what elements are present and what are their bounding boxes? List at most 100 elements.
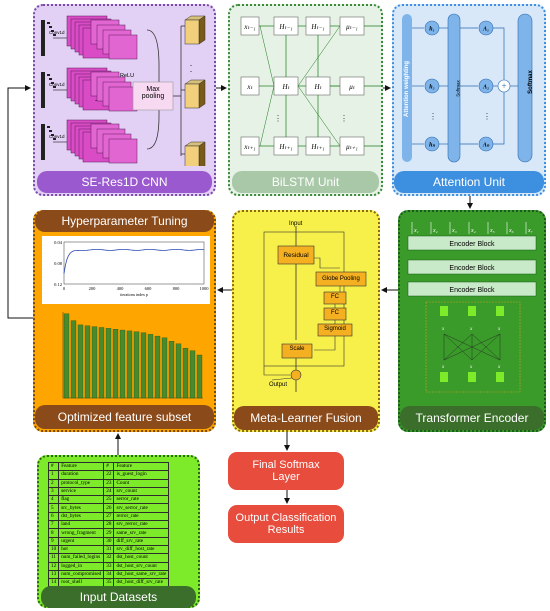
- pooled-map: [184, 19, 200, 45]
- feature-bar-chart: [62, 312, 203, 399]
- encoder-block: [407, 281, 537, 297]
- feature-bar: [168, 341, 175, 399]
- encoder-block: [407, 235, 537, 251]
- softmax-label-1: Softmax: [455, 80, 461, 97]
- svg-text:⋮: ⋮: [483, 112, 491, 121]
- table-cell: dst_host_count: [113, 553, 170, 563]
- table-cell: 12: [47, 561, 60, 571]
- table-cell: dst_host_same_srv_rate: [113, 569, 170, 580]
- x-tick-label: 200: [89, 286, 97, 291]
- table-cell: 6: [47, 511, 60, 522]
- optimized-title: Optimized feature subset: [35, 405, 214, 429]
- table-cell: num_failed_logins: [58, 553, 105, 563]
- feature-bar: [84, 325, 91, 399]
- pooled-map: [184, 83, 200, 109]
- svg-text:.: .: [190, 65, 192, 74]
- bottom-token: [496, 372, 504, 382]
- table-cell: flag: [58, 495, 105, 505]
- hyper-title: Hyperparameter Tuning: [35, 210, 214, 232]
- table-cell: wrong_fragment: [58, 528, 105, 538]
- feature-bar: [63, 313, 70, 399]
- svg-text:.: .: [95, 94, 97, 103]
- fc2-label: FC: [331, 310, 339, 316]
- cnn-title: SE-Res1D CNN: [37, 171, 212, 193]
- hidden-label: hₙ: [429, 143, 435, 149]
- feature-bar: [154, 335, 161, 399]
- attention-weighting-bar: [402, 14, 412, 162]
- header-cell: #: [47, 461, 60, 472]
- top-token: [496, 306, 504, 316]
- scale-label: Scale: [289, 346, 305, 352]
- feature-bar: [91, 326, 98, 399]
- table-cell: logged_in: [58, 561, 105, 571]
- bottom-token: [468, 372, 476, 382]
- top-token: [440, 306, 448, 316]
- conv-label-1: Conv1d: [49, 30, 65, 35]
- table-cell: dst_host_srv_count: [113, 561, 170, 571]
- feature-bar: [119, 329, 126, 399]
- weight-label: Aₙ: [482, 143, 490, 149]
- table-cell: 31: [103, 544, 115, 555]
- bilstm-cell-label: Hₜ: [281, 83, 290, 91]
- bilstm-cell-label: μₜ: [349, 83, 356, 91]
- y-tick-label: 0.12: [54, 282, 62, 287]
- table-cell: dst_bytes: [58, 511, 105, 522]
- table-cell: srv_count: [113, 486, 170, 497]
- fc1-label: FC: [331, 294, 339, 300]
- meta-output-label: Output: [269, 382, 288, 388]
- sigmoid-label: Sigmoid: [324, 326, 346, 332]
- table-cell: src_bytes: [58, 503, 105, 513]
- table-cell: 11: [47, 553, 60, 563]
- encoder-block-label-3: Encoder Block: [449, 287, 495, 294]
- table-cell: 7: [47, 520, 60, 530]
- meta-input-label: Input: [289, 221, 303, 227]
- maxpool-label: Max pooling: [141, 86, 165, 100]
- table-cell: Count: [113, 478, 170, 488]
- bilstm-cell-label: Hₜ₊₁: [278, 143, 292, 151]
- feature-map: [108, 138, 138, 164]
- table-cell: rerror_rate: [113, 511, 170, 522]
- weight-label: A₁: [482, 27, 489, 33]
- table-cell: land: [58, 520, 105, 530]
- table-cell: serror_rate: [113, 495, 170, 505]
- input-bar: [41, 72, 45, 108]
- table-cell: service: [58, 486, 105, 497]
- feature-bar: [77, 324, 84, 399]
- cnn-panel: ... ReLU Max pooling Conv1d Conv1d Conv1…: [33, 4, 216, 196]
- attention-weighting-label: Attention weighting: [404, 61, 410, 117]
- bilstm-cell-label: Hₜ₊₁: [310, 143, 324, 151]
- hidden-label: h₁: [429, 27, 434, 33]
- feature-bar: [182, 347, 189, 399]
- feature-bar: [175, 343, 182, 399]
- bilstm-cell-label: Hₜ: [313, 83, 322, 91]
- svg-text:x: x: [469, 365, 473, 370]
- table-cell: 5: [47, 503, 60, 513]
- table-cell: protocol_type: [58, 478, 105, 488]
- table-cell: diff_srv_rate: [113, 536, 170, 546]
- feature-bar: [196, 354, 203, 399]
- convergence-bg: [42, 236, 210, 304]
- feature-bar: [140, 332, 147, 399]
- feature-bar: [161, 337, 168, 399]
- encoder-block-label-1: Encoder Block: [449, 241, 495, 248]
- relu-label: ReLU: [120, 73, 135, 79]
- table-cell: 13: [47, 569, 60, 580]
- attention-title: Attention Unit: [394, 171, 544, 193]
- input-title: Input Datasets: [41, 586, 196, 608]
- bilstm-cell-label: μₜ₊₁: [346, 143, 358, 151]
- svg-text:x: x: [497, 327, 501, 332]
- transformer-title: Transformer Encoder: [400, 406, 544, 430]
- bilstm-title: BiLSTM Unit: [232, 171, 379, 193]
- pooled-map: [184, 145, 200, 166]
